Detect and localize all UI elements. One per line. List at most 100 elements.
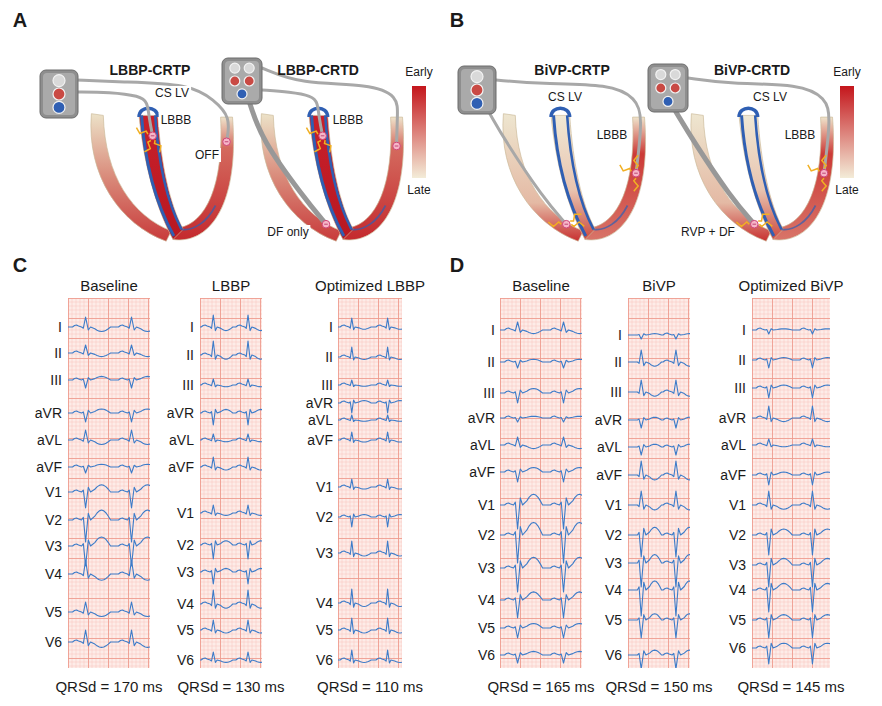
ecg-trace [500,322,582,334]
lead-label: III [610,384,622,400]
callout-label: RVP + DF [679,225,737,239]
callout-label: DF only [265,225,310,239]
ecg-trace [68,345,150,357]
lead-label: V3 [316,545,333,561]
ecg-trace [200,315,262,331]
lead-label: V6 [478,647,495,663]
lead-label: I [329,319,333,335]
ecg-trace [338,589,402,607]
pacing-lead [76,92,153,136]
ecg-trace [628,650,690,668]
ecg-trace [338,400,402,413]
ecg-trace [68,376,150,388]
ecg-trace [338,541,402,557]
ecg-trace [628,380,690,396]
ecg-strip: Optimized BiVPQRSd = 145 ms [731,276,850,696]
ecg-trace [68,464,150,473]
ecg-strip: Optimized LBBPQRSd = 110 ms [309,276,431,696]
ecg-trace [200,541,262,559]
ecg-trace [68,317,150,332]
callout-label: LBBB [595,128,630,142]
lead-label: V4 [729,582,746,598]
legend-label: Early [833,65,860,79]
lead-label: III [321,377,333,393]
lead-label: V2 [177,537,194,553]
device-can [648,64,688,112]
strip-heading: Baseline [49,276,168,296]
lead-label: V1 [729,497,746,513]
ecg-traces [200,298,262,668]
electrode-marker [632,169,640,177]
lead-label: V1 [45,484,62,500]
lead-label: V1 [478,497,495,513]
activation-spark [822,178,826,191]
electrode-marker [149,132,157,140]
panel-letter: A [13,8,27,32]
activation-spark [634,178,638,191]
heart-section [261,108,404,241]
panel-title: LBBP-CRTD [277,62,359,78]
ecg-trace [628,491,690,510]
heart-section [91,108,234,241]
ecg-grid [500,298,582,668]
ecg-trace [200,590,262,608]
ecg-trace [628,350,690,366]
lead-label: III [182,377,194,393]
ecg-strip: BiVPQRSd = 150 ms [599,276,718,696]
lead-label: aVL [37,432,62,448]
lead-label: III [483,385,495,401]
lead-label: V6 [605,647,622,663]
panel-letter: C [13,253,27,277]
ecg-trace [752,472,830,485]
qrs-duration: QRSd = 130 ms [171,678,290,696]
ecg-trace [500,522,582,563]
ecg-trace [628,614,690,638]
lead-label: aVL [169,432,194,448]
lead-label: III [734,380,746,396]
callout-label: CS LV [546,90,584,104]
lead-label: aVF [36,459,62,475]
lead-label: V1 [177,505,194,521]
ecg-traces [68,298,150,668]
lead-label: V2 [45,512,62,528]
lead-label: II [738,352,746,368]
ecg-trace [200,457,262,470]
lead-label: II [54,345,62,361]
ecg-trace [752,583,830,612]
activation-spark [154,140,160,152]
electrode-marker [223,138,231,146]
ecg-trace [752,439,830,447]
lead-label: V2 [729,527,746,543]
activation-spark [548,222,561,226]
ecg-trace [200,434,262,442]
callout-label: LBBB [159,113,194,127]
electrode-marker [563,220,571,228]
lead-label: aVF [307,432,333,448]
electrode-marker [820,169,828,177]
lead-label: I [190,319,194,335]
lead-label: aVR [35,405,62,421]
ecg-trace [338,347,402,360]
ecg-trace [338,432,402,442]
ecg-trace [68,630,150,647]
activation-spark [144,140,151,151]
activation-spark [306,128,317,135]
lead-label: aVF [596,467,622,483]
ecg-trace [338,415,402,422]
legend-swatch [840,86,854,132]
device-can [458,66,496,114]
lead-label: aVR [306,395,333,411]
strip-heading: LBBP [171,276,290,296]
pacing-lead [250,104,326,224]
activation-spark [314,140,321,151]
lead-label: V6 [316,652,333,668]
ecg-grid [200,298,262,668]
lead-label: III [50,372,62,388]
legend-label: Early [405,65,432,79]
lead-label: V6 [45,634,62,650]
ecg-trace [338,514,402,527]
ecg-trace [68,510,150,542]
lead-label: V5 [478,620,495,636]
callout-label: CS LV [153,86,191,100]
lead-label: V4 [316,595,333,611]
